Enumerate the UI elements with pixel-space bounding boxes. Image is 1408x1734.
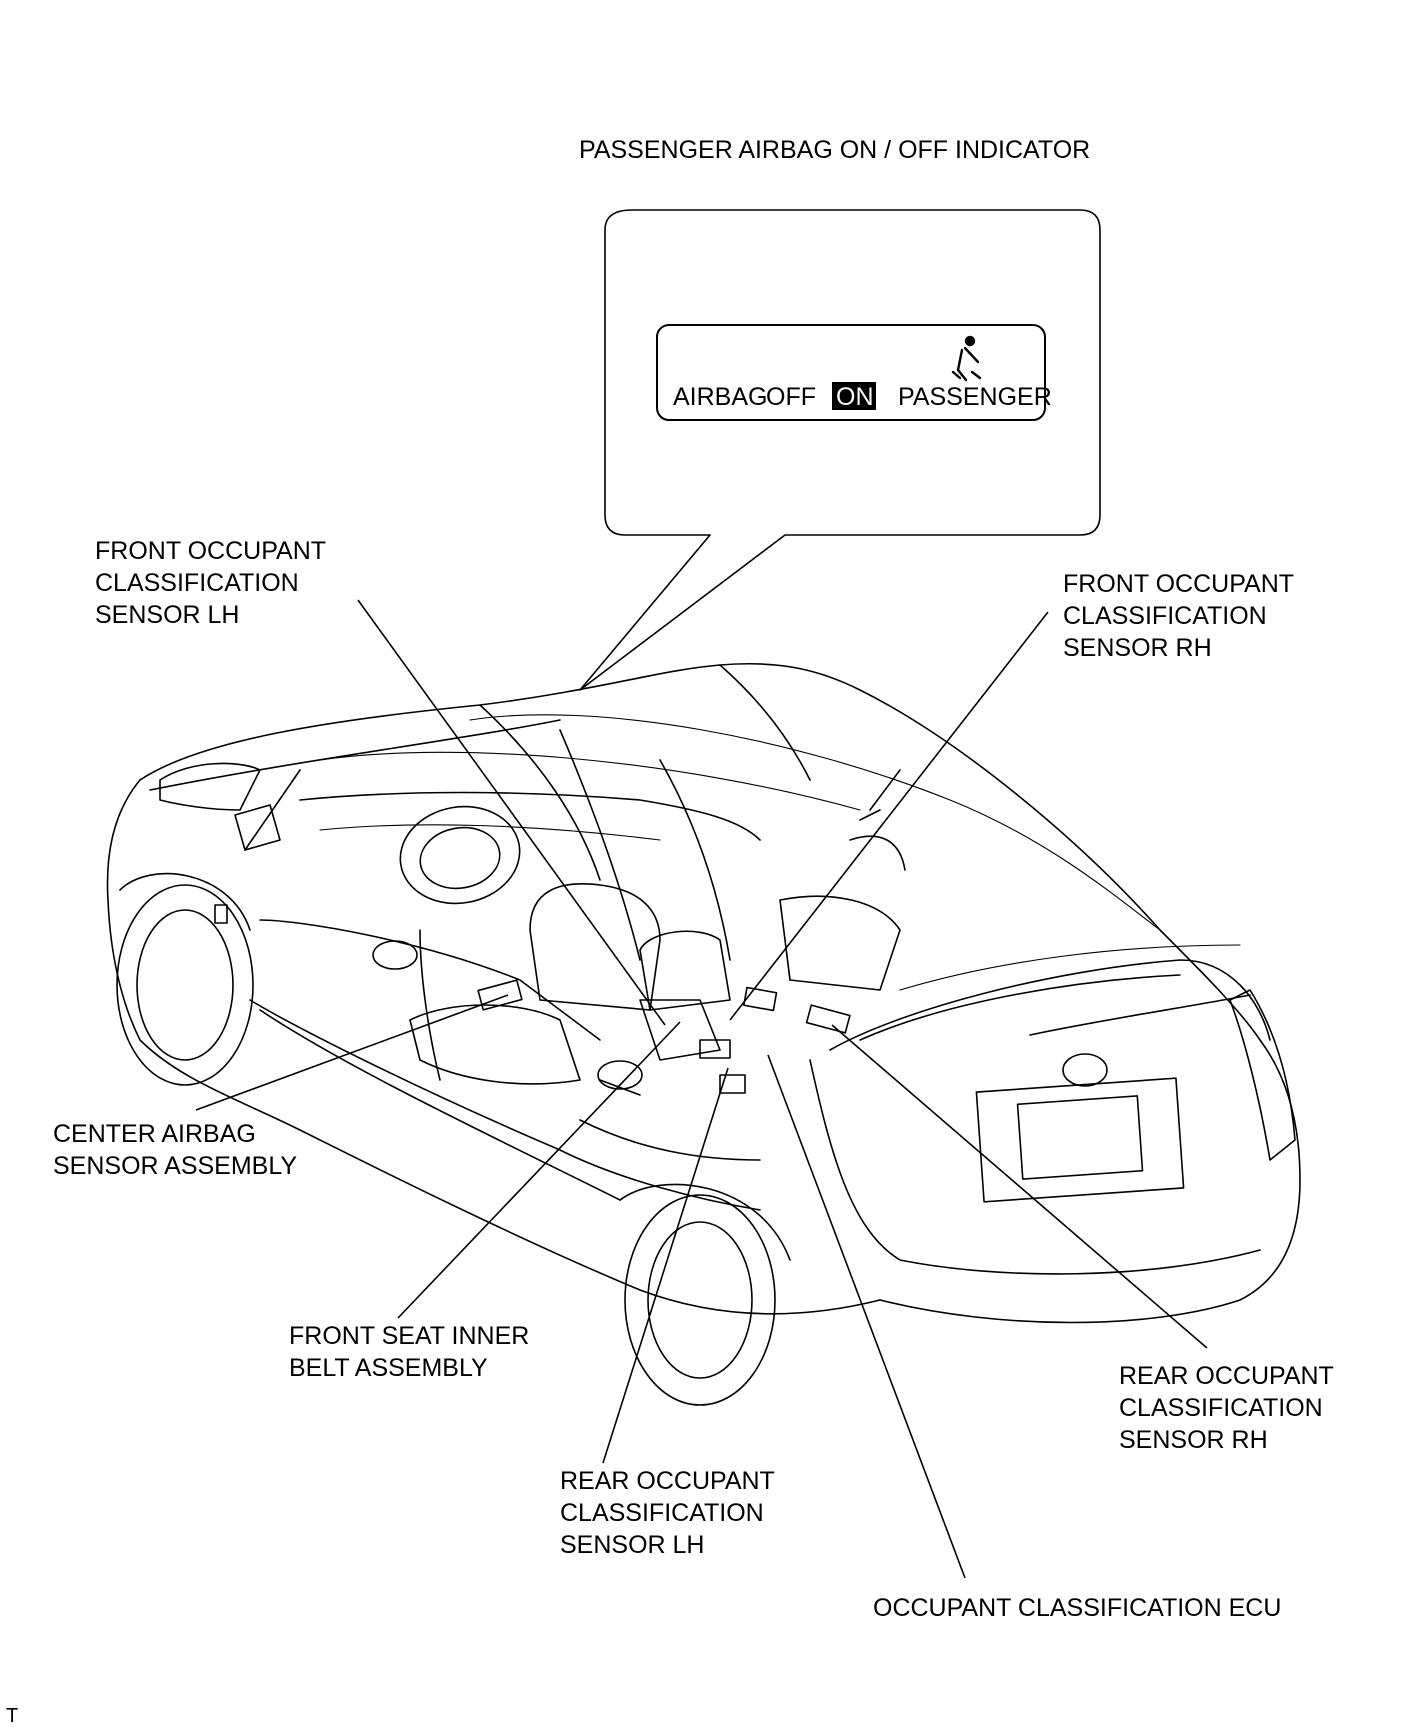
indicator-callout-bubble bbox=[579, 209, 1101, 691]
car-outline-illustration bbox=[106, 662, 1301, 1406]
label-rear-occupant-sensor-lh: REAR OCCUPANT CLASSIFICATION SENSOR LH bbox=[560, 1467, 775, 1559]
display-off-text: OFF bbox=[766, 383, 816, 411]
footer-mark: T bbox=[6, 1705, 19, 1727]
leader-front-rh bbox=[729, 611, 1049, 1021]
label-rear-occupant-sensor-rh: REAR OCCUPANT CLASSIFICATION SENSOR RH bbox=[1119, 1362, 1334, 1454]
label-front-occupant-sensor-lh: FRONT OCCUPANT CLASSIFICATION SENSOR LH bbox=[95, 537, 327, 629]
leader-center-airbag bbox=[195, 994, 509, 1111]
display-airbag-text: AIRBAG bbox=[673, 383, 767, 411]
indicator-display-panel bbox=[656, 324, 1046, 421]
display-passenger-text: PASSENGER bbox=[898, 383, 1052, 411]
label-occupant-classification-ecu: OCCUPANT CLASSIFICATION ECU bbox=[873, 1594, 1282, 1622]
seatbelt-passenger-icon bbox=[951, 335, 982, 382]
label-front-occupant-sensor-rh: FRONT OCCUPANT CLASSIFICATION SENSOR RH bbox=[1063, 570, 1295, 662]
leader-lines bbox=[195, 599, 1208, 1579]
label-front-seat-inner-belt: FRONT SEAT INNER BELT ASSEMBLY bbox=[289, 1322, 530, 1382]
leader-rear-lh bbox=[602, 1067, 729, 1464]
indicator-title: PASSENGER AIRBAG ON / OFF INDICATOR bbox=[579, 136, 1091, 164]
display-on-highlight bbox=[832, 382, 876, 410]
leader-front-lh bbox=[357, 599, 666, 1026]
leader-ecu bbox=[767, 1054, 966, 1579]
leader-rear-rh bbox=[831, 1024, 1208, 1349]
display-on-text: ON bbox=[836, 383, 874, 411]
leader-front-seat-belt bbox=[397, 1021, 681, 1319]
label-center-airbag-sensor: CENTER AIRBAG SENSOR ASSEMBLY bbox=[53, 1120, 298, 1180]
